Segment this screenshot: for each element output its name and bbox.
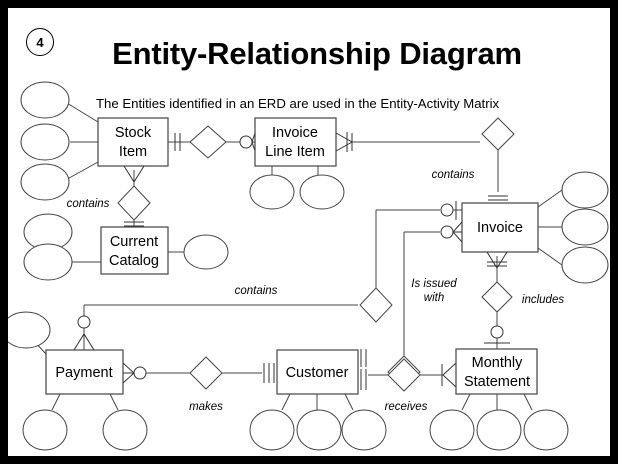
attr-connector: [537, 189, 563, 208]
entity-invoice-line-item-label-line1: Invoice: [272, 125, 318, 141]
attribute-ellipse: [296, 409, 342, 451]
attribute-ellipse: [249, 409, 295, 451]
attribute-ellipse: [429, 409, 475, 451]
relationship-diamond[interactable]: [387, 358, 421, 392]
attribute-ellipse: [299, 174, 345, 210]
entity-stock-item-label-line1: Stock: [115, 125, 152, 141]
entity-stock-item[interactable]: [97, 117, 169, 167]
attr-connector: [344, 393, 354, 411]
entity-invoice[interactable]: [461, 202, 539, 253]
cardinality-zero-circle: [440, 203, 454, 217]
attribute-ellipse: [23, 243, 73, 281]
attribute-ellipse: [341, 409, 387, 451]
relationship-label-is-issued-with-line2: with: [424, 292, 444, 304]
attribute-ellipse: [183, 234, 229, 270]
attribute-ellipse: [102, 409, 148, 451]
entity-invoice-line-item[interactable]: [254, 117, 337, 167]
slide-number-text: 4: [36, 34, 44, 50]
relationship-label-makes: makes: [189, 401, 223, 413]
attribute-ellipse: [561, 208, 609, 246]
cardinality-zero-circle: [77, 315, 91, 329]
entity-monthly-statement-label-line1: Monthly: [472, 355, 524, 371]
attr-connector: [281, 393, 291, 411]
entity-customer-label: Customer: [286, 365, 349, 381]
attribute-ellipse: [20, 163, 70, 201]
attr-connector: [51, 393, 61, 411]
crows-foot-many: [452, 221, 463, 243]
attribute-ellipse: [20, 123, 70, 161]
entity-current-catalog-label-line1: Current: [110, 234, 158, 250]
attr-connector: [461, 393, 471, 411]
entity-stock-item-label-line2: Item: [119, 144, 147, 160]
page-title: Entity-Relationship Diagram: [112, 36, 522, 71]
relationship-label-is-issued-with-line1: Is issued: [411, 278, 457, 290]
attribute-ellipse: [22, 409, 68, 451]
attribute-ellipse: [561, 246, 609, 284]
relationship-diamond[interactable]: [189, 125, 227, 159]
cardinality-zero-circle: [490, 325, 504, 339]
attribute-ellipse: [561, 171, 609, 209]
entity-payment-label: Payment: [55, 365, 112, 381]
entity-current-catalog[interactable]: [100, 226, 169, 275]
diagram-surface: 4 Stock Item Invoice Line It: [8, 8, 610, 456]
attribute-ellipse: [476, 409, 522, 451]
entity-invoice-line-item-label-line2: Line Item: [265, 144, 325, 160]
relationship-label-contains-catalog: contains: [67, 198, 110, 210]
cardinality-zero-circle: [133, 366, 147, 380]
relationship-diamond[interactable]: [481, 281, 513, 313]
attribute-ellipse: [249, 174, 295, 210]
relationship-label-contains-invoice: contains: [432, 169, 475, 181]
attr-connector: [109, 393, 119, 411]
slide-number-badge: 4: [26, 28, 54, 56]
crows-foot-many: [335, 132, 354, 152]
entity-monthly-statement-label-line2: Statement: [464, 374, 530, 390]
relationship-label-contains-customer: contains: [235, 285, 278, 297]
entity-invoice-label: Invoice: [477, 220, 523, 236]
relationship-diamond[interactable]: [117, 185, 151, 221]
attribute-ellipse: [523, 409, 569, 451]
entity-current-catalog-label-line2: Catalog: [109, 253, 159, 269]
slide-subtitle: The Entities identified in an ERD are us…: [96, 96, 500, 111]
entity-payment[interactable]: [45, 349, 124, 395]
crows-foot-many: [442, 362, 457, 388]
crows-foot-many: [122, 362, 135, 384]
relationship-diamond[interactable]: [481, 117, 515, 151]
cardinality-zero-circle: [239, 135, 253, 149]
attribute-ellipse: [20, 81, 70, 119]
attr-connector: [523, 393, 533, 411]
relationship-diamond[interactable]: [359, 287, 393, 323]
attribute-ellipse: [8, 311, 51, 349]
entity-monthly-statement[interactable]: [455, 348, 538, 395]
relationship-label-includes: includes: [522, 294, 564, 306]
relationship-diamond[interactable]: [189, 356, 223, 390]
cardinality-zero-circle: [440, 225, 454, 239]
relationship-label-receives: receives: [385, 401, 428, 413]
erd-svg: Stock Item Invoice Line Item: [8, 81, 609, 451]
attr-connector: [537, 247, 563, 266]
entity-customer[interactable]: [276, 349, 359, 395]
